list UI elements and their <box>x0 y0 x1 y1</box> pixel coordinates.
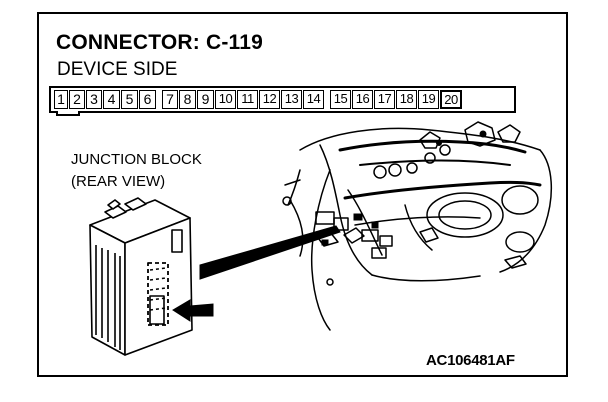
connector-key-tab <box>56 111 80 116</box>
pointer-arrow <box>172 299 214 322</box>
connector-pin-row: 1 2 3 4 5 6 7 8 9 10 11 12 13 14 15 16 1… <box>54 90 463 109</box>
junction-block-label-line2: (REAR VIEW) <box>71 173 166 190</box>
pin-2: 2 <box>69 90 85 109</box>
pin-14: 14 <box>303 90 324 109</box>
pin-9: 9 <box>197 90 214 109</box>
connector-subtitle: DEVICE SIDE <box>57 59 178 80</box>
leader-line <box>199 225 341 280</box>
pin-1: 1 <box>54 90 68 109</box>
pin-16: 16 <box>352 90 373 109</box>
pin-6: 6 <box>139 90 156 109</box>
junction-block-label: JUNCTION BLOCK (REAR VIEW) <box>71 149 202 193</box>
pin-12: 12 <box>259 90 280 109</box>
pin-10: 10 <box>215 90 236 109</box>
pin-15: 15 <box>330 90 351 109</box>
connector-title: CONNECTOR: C-119 <box>56 31 264 54</box>
pin-20: 20 <box>440 90 462 109</box>
pin-19: 19 <box>418 90 439 109</box>
dashboard-details <box>321 130 487 246</box>
junction-block-label-line1: JUNCTION BLOCK <box>71 151 202 168</box>
pin-18: 18 <box>396 90 417 109</box>
pin-17: 17 <box>374 90 395 109</box>
pin-7: 7 <box>162 90 178 109</box>
pin-13: 13 <box>281 90 302 109</box>
pin-11: 11 <box>237 90 258 109</box>
connector-housing <box>49 86 516 113</box>
pin-3: 3 <box>86 90 102 109</box>
pin-5: 5 <box>121 90 138 109</box>
junction-block-illustration <box>89 197 193 356</box>
pin-8: 8 <box>179 90 196 109</box>
diagram-frame <box>37 12 568 377</box>
dashboard-illustration <box>282 121 553 331</box>
reference-code: AC106481AF <box>426 352 515 369</box>
pin-4: 4 <box>103 90 120 109</box>
